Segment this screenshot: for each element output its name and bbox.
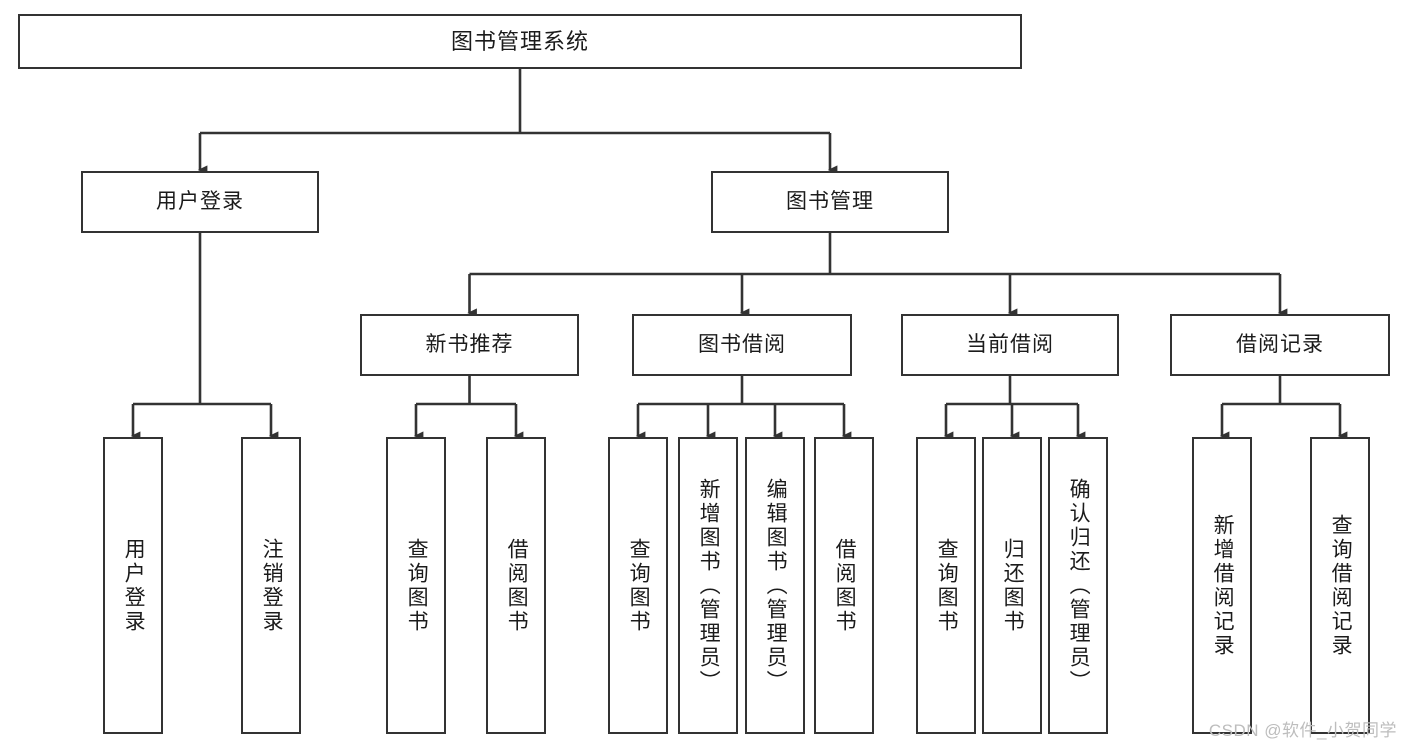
node-label-leaf-10: 确认归还（管理员） <box>1067 477 1091 694</box>
node-label-l1-0: 用户登录 <box>156 189 244 213</box>
node-label-l1-1: 图书管理 <box>786 189 874 213</box>
node-label-l2-2: 当前借阅 <box>966 332 1054 356</box>
node-box-leaf-5[interactable]: 新增图书（管理员） <box>678 437 738 734</box>
node-label-l2-1: 图书借阅 <box>698 332 786 356</box>
node-box-leaf-8[interactable]: 查询图书 <box>916 437 976 734</box>
node-box-l1-0[interactable]: 用户登录 <box>81 171 319 233</box>
node-box-leaf-7[interactable]: 借阅图书 <box>814 437 874 734</box>
node-box-leaf-10[interactable]: 确认归还（管理员） <box>1048 437 1108 734</box>
node-label-leaf-8: 查询图书 <box>935 537 959 634</box>
node-label-l2-0: 新书推荐 <box>425 332 514 356</box>
node-label-leaf-11: 新增借阅记录 <box>1211 513 1235 658</box>
node-label-root: 图书管理系统 <box>450 28 589 54</box>
node-box-leaf-11[interactable]: 新增借阅记录 <box>1192 437 1252 734</box>
node-box-leaf-3[interactable]: 借阅图书 <box>486 437 546 734</box>
node-box-leaf-9[interactable]: 归还图书 <box>982 437 1042 734</box>
node-label-leaf-5: 新增图书（管理员） <box>697 477 721 694</box>
node-box-leaf-4[interactable]: 查询图书 <box>608 437 668 734</box>
node-label-leaf-9: 归还图书 <box>1001 537 1025 634</box>
node-label-leaf-6: 编辑图书（管理员） <box>764 477 788 694</box>
node-box-l2-1[interactable]: 图书借阅 <box>632 314 852 376</box>
node-box-l2-3[interactable]: 借阅记录 <box>1170 314 1390 376</box>
node-box-l2-0[interactable]: 新书推荐 <box>360 314 579 376</box>
node-box-l1-1[interactable]: 图书管理 <box>711 171 949 233</box>
node-label-leaf-12: 查询借阅记录 <box>1329 513 1353 658</box>
node-label-leaf-3: 借阅图书 <box>505 537 529 634</box>
node-box-root[interactable]: 图书管理系统 <box>18 14 1022 69</box>
node-label-leaf-2: 查询图书 <box>405 537 429 634</box>
node-label-leaf-7: 借阅图书 <box>833 537 857 634</box>
connector-lines <box>130 69 1348 441</box>
node-label-l2-3: 借阅记录 <box>1236 332 1324 356</box>
node-label-leaf-1: 注销登录 <box>260 537 284 634</box>
node-box-leaf-1[interactable]: 注销登录 <box>241 437 301 734</box>
node-label-leaf-0: 用户登录 <box>122 537 146 634</box>
node-box-leaf-2[interactable]: 查询图书 <box>386 437 446 734</box>
node-box-l2-2[interactable]: 当前借阅 <box>901 314 1119 376</box>
node-box-leaf-0[interactable]: 用户登录 <box>103 437 163 734</box>
node-box-leaf-12[interactable]: 查询借阅记录 <box>1310 437 1370 734</box>
node-box-leaf-6[interactable]: 编辑图书（管理员） <box>745 437 805 734</box>
node-label-leaf-4: 查询图书 <box>627 537 651 634</box>
